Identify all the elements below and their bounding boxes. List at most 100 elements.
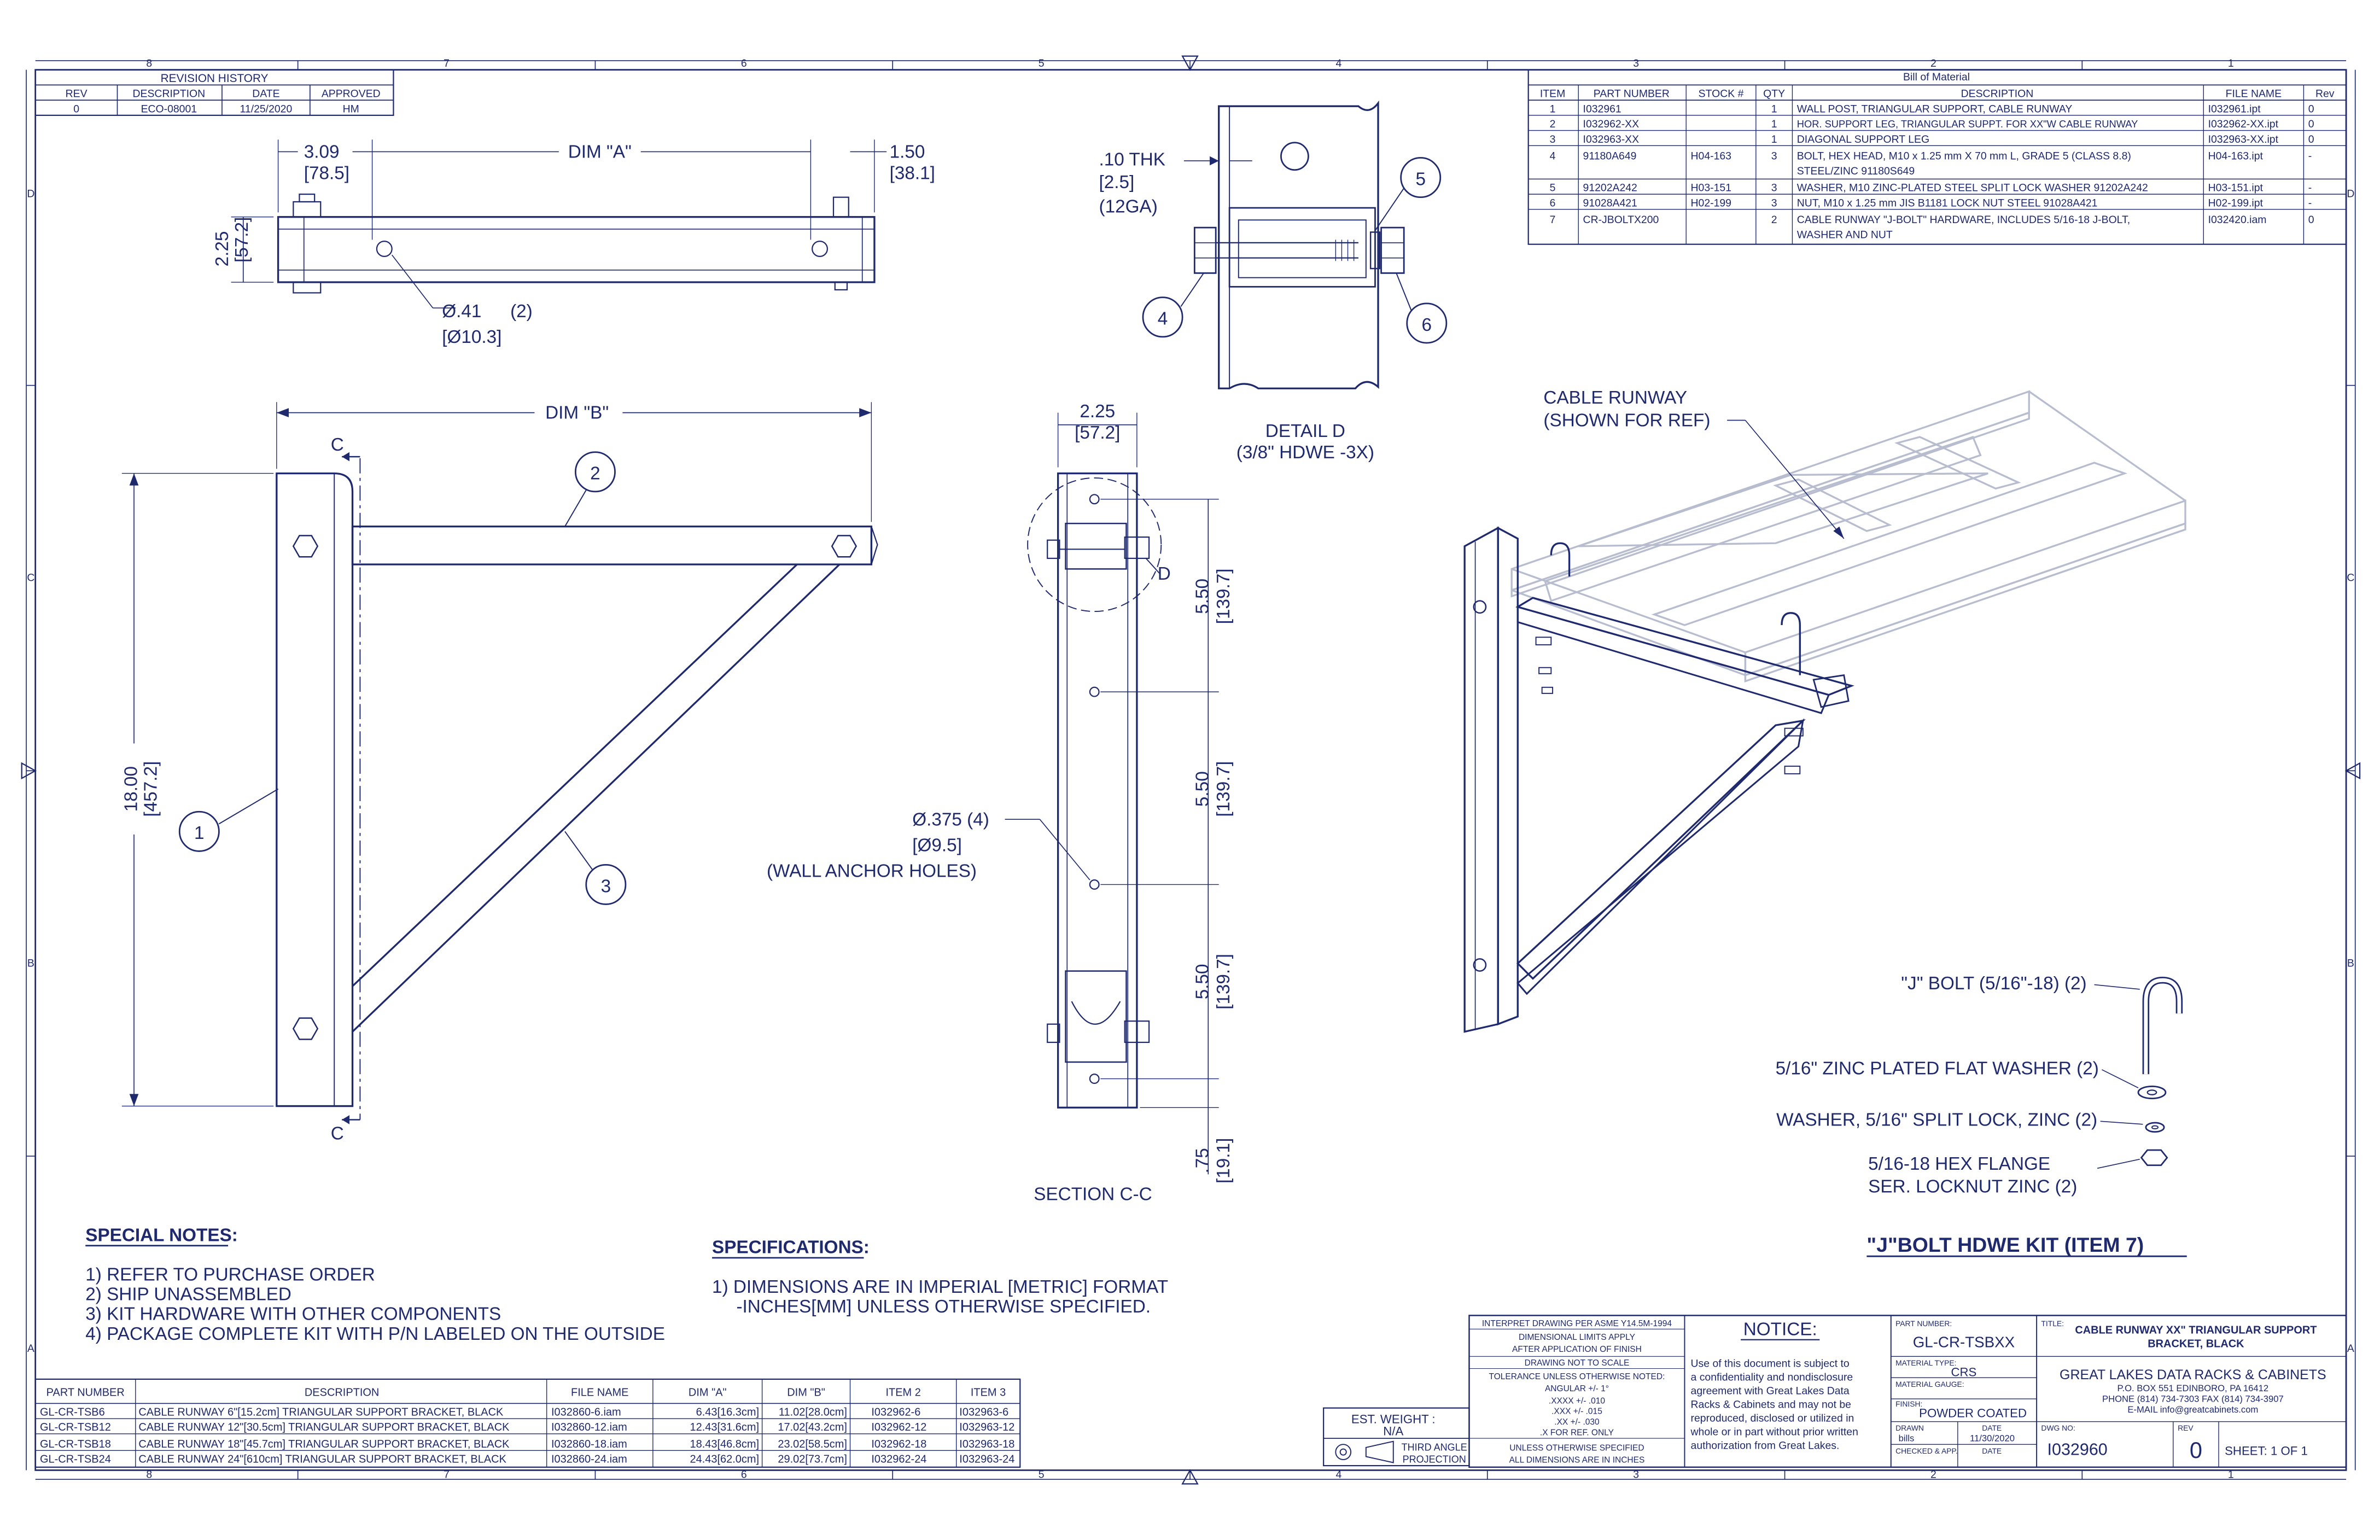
zone-c: C	[27, 572, 34, 584]
special-note-item: 4) PACKAGE COMPLETE KIT WITH P/N LABELED…	[85, 1324, 665, 1344]
detail-thk: .10 THK	[1099, 149, 1165, 170]
zone-a-right: A	[2347, 1343, 2354, 1355]
notice-line: Use of this document is subject to	[1691, 1358, 1850, 1370]
detail-balloon-4: 4	[1158, 309, 1168, 329]
section-hole-dia: Ø.375 (4)	[912, 809, 989, 830]
cable-runway-label: CABLE RUNWAY	[1543, 388, 1687, 408]
material-gauge-label: MATERIAL GAUGE:	[1895, 1380, 1964, 1389]
front-view: C C DIM "B" 18.00 [457.2] 1 2 3	[121, 402, 878, 1144]
zone-4-bottom: 4	[1335, 1468, 1341, 1480]
bom-stock: H03-151	[1691, 182, 1731, 194]
zone-4: 4	[1335, 57, 1341, 69]
bom-row: 5 91202A242 H03-151 3 WASHER, M10 ZINC-P…	[1550, 182, 2312, 194]
company-name: GREAT LAKES DATA RACKS & CABINETS	[2060, 1367, 2326, 1382]
tol-xxx: .XXX +/- .015	[1551, 1407, 1602, 1416]
bom-rev: 0	[2308, 118, 2314, 130]
title-label: TITLE:	[2041, 1319, 2064, 1328]
parts-cell: 17.02[43.2cm]	[778, 1421, 847, 1433]
bom-desc: HOR. SUPPORT LEG, TRIANGULAR SUPPT. FOR …	[1797, 118, 2138, 130]
jbolt-label: "J" BOLT (5/16"-18) (2)	[1901, 973, 2086, 994]
zone-d-right: D	[2347, 188, 2354, 200]
parts-cell: 11.02[28.0cm]	[779, 1407, 847, 1419]
zone-8: 8	[146, 57, 152, 69]
dwg-no-value: I032960	[2048, 1440, 2108, 1459]
tol-xxxx: .XXXX +/- .010	[1549, 1396, 1605, 1405]
bom-qty: 3	[1771, 182, 1777, 194]
bom-title: Bill of Material	[1903, 71, 1970, 83]
notice-title: NOTICE:	[1743, 1319, 1817, 1339]
zone-7: 7	[444, 57, 450, 69]
bom-rev: -	[2308, 182, 2312, 194]
drawn-date: 11/30/2020	[1970, 1433, 2015, 1444]
parts-cell: I032963-6	[959, 1407, 1008, 1419]
checked-label: CHECKED & APP.	[1895, 1446, 1958, 1455]
front-dim-height-mm: [457.2]	[141, 761, 161, 817]
finish-value: POWDER COATED	[1919, 1406, 2027, 1420]
bom-file: H04-163.ipt	[2208, 150, 2264, 162]
approved-header: APPROVED	[322, 88, 381, 100]
section-pitch-1: 5.50	[1192, 579, 1212, 614]
special-notes: SPECIAL NOTES: 1) REFER TO PURCHASE ORDE…	[85, 1225, 665, 1344]
zone-8-bottom: 8	[146, 1468, 152, 1480]
bom-row: 2 I032962-XX 1 HOR. SUPPORT LEG, TRIANGU…	[1550, 118, 2314, 130]
bom-item: 5	[1550, 182, 1556, 194]
company-email: E-MAIL info@greatcabinets.com	[2127, 1404, 2258, 1415]
section-bottom: .75	[1192, 1148, 1212, 1173]
notice-line: authorization from Great Lakes.	[1691, 1440, 1840, 1452]
bom-part: I032962-XX	[1583, 118, 1640, 130]
section-pitch-3-mm: [139.7]	[1214, 954, 1234, 1010]
balloon-2: 2	[590, 464, 600, 484]
top-hole-qty: (2)	[510, 301, 533, 322]
zone-2: 2	[1930, 57, 1936, 69]
split-lock-label: WASHER, 5/16" SPLIT LOCK, ZINC (2)	[1776, 1110, 2097, 1130]
bom-file: I032963-XX.ipt	[2208, 133, 2279, 145]
date-header: DATE	[252, 88, 279, 100]
bom-part: 91202A242	[1583, 182, 1637, 194]
description-header: DESCRIPTION	[133, 88, 206, 100]
top-view: 3.09 [78.5] DIM "A" 1.50 [38.1] 2.25 [57…	[212, 139, 935, 347]
bom-part: 91180A649	[1583, 150, 1637, 162]
top-dim-left: 3.09	[304, 142, 340, 162]
hex-flange-label-1: 5/16-18 HEX FLANGE	[1868, 1154, 2050, 1174]
parts-header-item3: ITEM 3	[971, 1386, 1006, 1398]
parts-header-item2: ITEM 2	[885, 1386, 920, 1398]
parts-cell: I032860-18.iam	[551, 1438, 627, 1450]
detail-balloon-5: 5	[1415, 169, 1426, 189]
zone-b: B	[27, 957, 34, 969]
parts-cell: 12.43[31.6cm]	[690, 1421, 760, 1433]
rev-value: 0	[73, 103, 79, 115]
bom-file: I032961.ipt	[2208, 103, 2261, 115]
jbolt-kit: "J" BOLT (5/16"-18) (2) 5/16" ZINC PLATE…	[1776, 973, 2187, 1257]
bom-qty: 1	[1771, 133, 1777, 145]
parts-cell: GL-CR-TSB24	[40, 1454, 111, 1466]
rev-date-value: 11/25/2020	[240, 103, 293, 115]
parts-cell: I032962-12	[871, 1421, 926, 1433]
section-bottom-mm: [19.1]	[1214, 1138, 1234, 1183]
detail-thk-mm: [2.5]	[1099, 172, 1135, 192]
sheet-border	[21, 55, 2361, 1485]
bom-header-qty: QTY	[1763, 88, 1785, 100]
drawn-label: DRAWN	[1895, 1424, 1924, 1432]
drawing-title-1: CABLE RUNWAY XX" TRIANGULAR SUPPORT	[2075, 1325, 2317, 1337]
detail-d-view: 4 5 6 .10 THK [2.5] (12GA) DETAIL D (3/8…	[1099, 100, 1448, 463]
bom-desc: CABLE RUNWAY "J-BOLT" HARDWARE, INCLUDES…	[1797, 214, 2130, 226]
special-note-item: 3) KIT HARDWARE WITH OTHER COMPONENTS	[85, 1304, 501, 1325]
company-phone: PHONE (814) 734-7303 FAX (814) 734-3907	[2102, 1394, 2284, 1404]
bom-qty: 3	[1771, 197, 1777, 209]
parts-cell: 6.43[16.3cm]	[696, 1407, 759, 1419]
parts-cell: 23.02[58.5cm]	[778, 1438, 847, 1450]
rev-header: REV	[66, 88, 88, 100]
detail-d-title: DETAIL D	[1265, 421, 1345, 441]
bom-header-rev: Rev	[2315, 88, 2335, 100]
bom-rev: 0	[2308, 214, 2314, 226]
tolerance-note: TOLERANCE UNLESS OTHERWISE NOTED:	[1489, 1372, 1665, 1381]
dwg-no-label: DWG NO:	[2041, 1424, 2075, 1432]
top-dim-height: 2.25	[212, 231, 232, 267]
parts-header-part: PART NUMBER	[46, 1386, 125, 1398]
bom-part: CR-JBOLTX200	[1583, 214, 1659, 226]
parts-header-dim-b: DIM "B"	[787, 1386, 825, 1398]
zone-6: 6	[741, 57, 747, 69]
detail-mark-d: D	[1158, 564, 1171, 584]
zone-2-bottom: 2	[1930, 1468, 1936, 1480]
